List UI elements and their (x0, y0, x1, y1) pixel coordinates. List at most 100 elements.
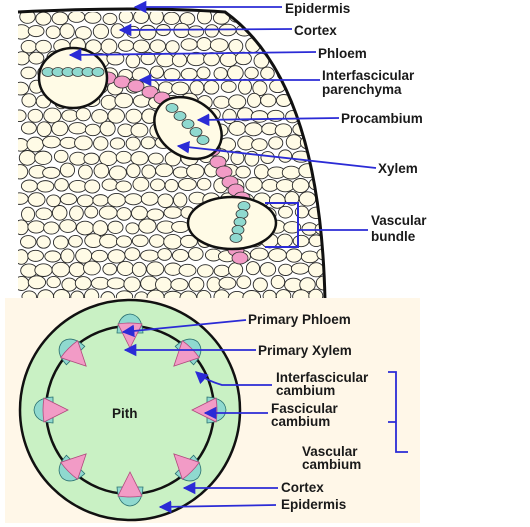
parenchyma-cell (75, 277, 91, 290)
parenchyma-cell (271, 275, 285, 288)
parenchyma-cell (317, 136, 332, 150)
parenchyma-cell (117, 261, 133, 275)
parenchyma-cell (235, 52, 251, 65)
parenchyma-cell (85, 12, 101, 24)
label-phloem: Phloem (318, 46, 367, 61)
parenchyma-cell (164, 12, 180, 24)
procambium-cell (190, 128, 202, 137)
parenchyma-cell (77, 195, 93, 207)
parenchyma-cell (134, 10, 149, 23)
procambium-cell (232, 226, 244, 235)
parenchyma-cell (110, 138, 124, 149)
label-vascular-cambium-2: cambium (302, 457, 361, 472)
parenchyma-cell (35, 264, 52, 277)
parenchyma-cell (279, 206, 293, 218)
parenchyma-cell (127, 26, 140, 38)
parenchyma-cell (139, 219, 156, 233)
parenchyma-cell (164, 207, 182, 219)
parenchyma-cell (43, 136, 61, 148)
parenchyma-cell (172, 53, 186, 66)
procambium-cell (197, 136, 209, 145)
parenchyma-cell (13, 139, 28, 152)
parenchyma-cell (189, 277, 204, 291)
parenchyma-cell (93, 221, 108, 236)
parenchyma-cell (220, 53, 237, 67)
parenchyma-cell (55, 179, 69, 192)
parenchyma-cell (126, 54, 140, 68)
parenchyma-cell (124, 277, 140, 292)
parenchyma-cell (286, 249, 301, 262)
parenchyma-cell (126, 137, 140, 150)
parenchyma-cell (291, 263, 309, 274)
interfascicular-cell (128, 80, 144, 92)
parenchyma-cell (36, 40, 52, 53)
parenchyma-cell (75, 136, 93, 150)
parenchyma-cell (197, 67, 210, 79)
parenchyma-cell (189, 248, 204, 261)
parenchyma-cell (101, 39, 117, 54)
parenchyma-cell (269, 249, 287, 262)
parenchyma-cell (37, 122, 51, 137)
procambium-cell (174, 112, 186, 121)
parenchyma-cell (43, 167, 60, 178)
label-xylem: Xylem (378, 161, 418, 176)
parenchyma-cell (28, 221, 45, 233)
parenchyma-cell (302, 109, 318, 122)
parenchyma-cell (302, 55, 315, 67)
parenchyma-cell (93, 24, 108, 38)
parenchyma-cell (62, 110, 78, 122)
label-primary-phloem: Primary Phloem (248, 312, 351, 327)
parenchyma-cell (37, 236, 50, 248)
parenchyma-cell (279, 264, 293, 275)
parenchyma-cell (14, 250, 28, 265)
parenchyma-cell (47, 195, 61, 207)
parenchyma-cell (246, 178, 263, 192)
parenchyma-cell (246, 262, 259, 275)
parenchyma-cell (60, 24, 74, 39)
label-epidermis: Epidermis (285, 1, 350, 16)
parenchyma-cell (147, 209, 164, 220)
parenchyma-cell (99, 206, 117, 219)
parenchyma-cell (131, 123, 148, 137)
parenchyma-cell (131, 152, 148, 165)
parenchyma-cell (127, 164, 140, 178)
parenchyma-cell (205, 25, 218, 37)
parenchyma-cell (164, 234, 182, 249)
parenchyma-cell (13, 25, 31, 39)
parenchyma-cell (318, 166, 334, 178)
parenchyma-cell (276, 180, 294, 192)
interfascicular-cell (114, 76, 130, 88)
parenchyma-cell (21, 67, 36, 79)
label-cortex-bottom: Cortex (281, 480, 324, 495)
parenchyma-cell (126, 109, 142, 123)
parenchyma-cell (115, 93, 133, 108)
parenchyma-cell (37, 181, 54, 192)
parenchyma-cell (85, 206, 98, 218)
parenchyma-cell (261, 94, 276, 107)
parenchyma-cell (60, 163, 74, 177)
parenchyma-cell (93, 195, 108, 206)
parenchyma-cell (150, 40, 166, 53)
parenchyma-cell (166, 41, 179, 53)
label-bundle: bundle (371, 229, 416, 244)
parenchyma-cell (46, 26, 60, 39)
parenchyma-cell (28, 193, 45, 207)
procambium-cell (230, 234, 242, 243)
parenchyma-cell (14, 220, 28, 235)
parenchyma-cell (260, 11, 278, 23)
parenchyma-cell (214, 96, 230, 108)
parenchyma-cell (315, 223, 332, 235)
parenchyma-cell (125, 248, 140, 261)
parenchyma-cell (221, 81, 236, 92)
parenchyma-cell (108, 221, 123, 233)
parenchyma-cell (156, 164, 173, 177)
label-parenchyma: parenchyma (322, 82, 402, 97)
parenchyma-cell (84, 153, 99, 164)
parenchyma-cell (126, 223, 139, 234)
parenchyma-cell (52, 206, 67, 221)
parenchyma-cell (60, 194, 76, 205)
parenchyma-cell (158, 249, 172, 261)
parenchyma-cell (171, 279, 188, 291)
parenchyma-cell (251, 111, 268, 123)
parenchyma-cell (69, 123, 87, 134)
